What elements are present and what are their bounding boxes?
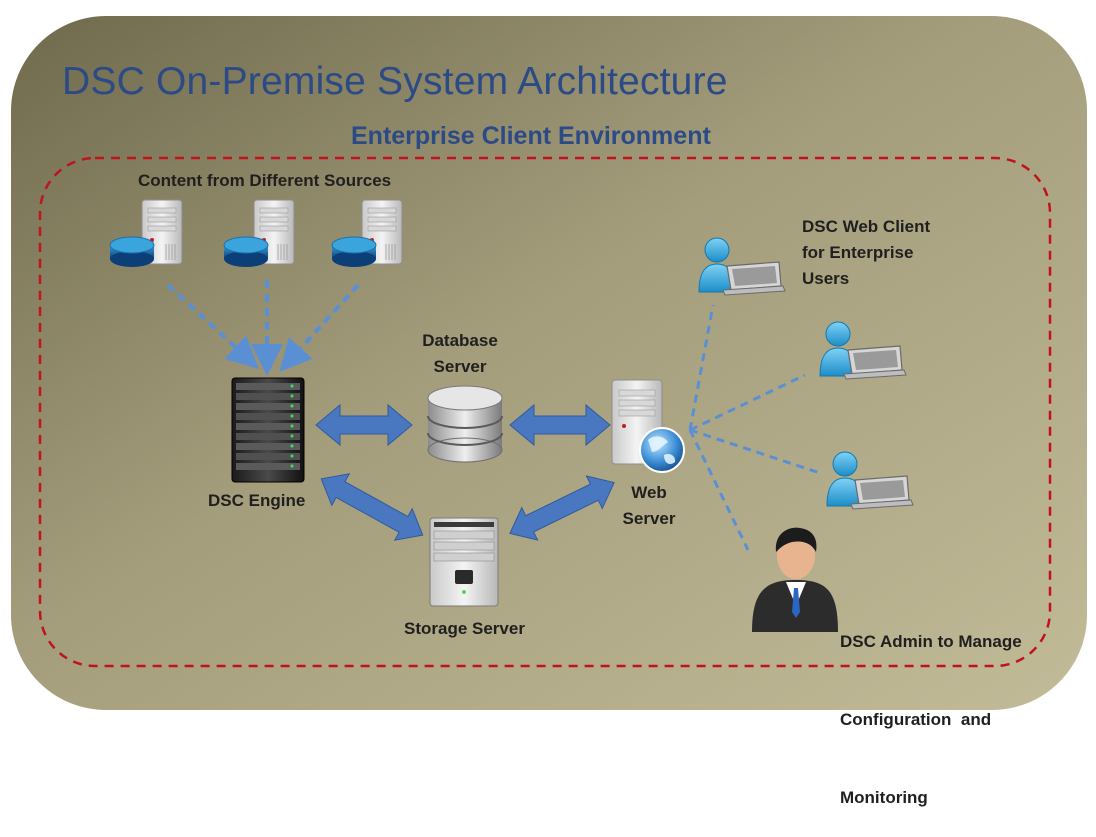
globe-icon <box>639 427 685 473</box>
database-icon <box>427 385 503 463</box>
page-title: DSC On-Premise System Architecture <box>62 60 728 103</box>
admin-label: DSC Admin to Manage Configuration and Mo… <box>840 577 1022 837</box>
client-link-3 <box>689 428 821 475</box>
architecture-diagram: DSC On-Premise System Architecture Enter… <box>11 16 1087 807</box>
client-links <box>688 304 821 551</box>
storage-server <box>429 517 499 607</box>
admin-label-line: DSC Admin to Manage <box>840 632 1022 651</box>
web-client-label-line: Users <box>802 269 850 288</box>
web-server <box>611 379 685 473</box>
client-link-1 <box>688 304 715 431</box>
rack-server-icon <box>231 377 305 483</box>
client-link-2 <box>689 373 806 432</box>
data-flow-arrows <box>315 403 615 541</box>
source-links <box>166 280 360 376</box>
web-client-label-line: DSC Web Client <box>802 217 931 236</box>
database-server <box>427 385 503 463</box>
dsc-engine-rack <box>231 377 305 483</box>
database-icon <box>109 236 155 268</box>
dsc-engine-label: DSC Engine <box>208 491 306 510</box>
database-server-label: Database Server <box>400 328 520 380</box>
storage-server-icon <box>429 517 499 607</box>
environment-boundary <box>38 156 1052 668</box>
database-server-label-line: Database <box>422 331 498 350</box>
content-sources-label: Content from Different Sources <box>138 171 392 190</box>
database-server-label-line: Server <box>433 357 487 376</box>
web-server-label-line: Web <box>631 483 667 502</box>
background-panel <box>11 16 1087 710</box>
diagram-canvas <box>11 16 1087 710</box>
admin-label-line: Monitoring <box>840 788 928 807</box>
web-client-label: DSC Web Client for Enterprise Users <box>802 214 930 292</box>
web-client-label-line: for Enterprise <box>802 243 914 262</box>
web-storage-arrow <box>509 475 615 541</box>
database-web-arrow <box>509 403 611 447</box>
admin-person-icon <box>752 527 838 632</box>
engine-storage-arrow <box>320 473 424 541</box>
database-icon <box>331 236 377 268</box>
source-link-3 <box>279 283 360 372</box>
engine-database-arrow <box>315 403 413 447</box>
admin-label-line: Configuration and <box>840 710 992 729</box>
source-link-1 <box>166 283 259 369</box>
environment-label: Enterprise Client Environment <box>351 122 711 150</box>
database-icon <box>223 236 269 268</box>
storage-server-label: Storage Server <box>404 619 525 638</box>
web-server-label-line: Server <box>622 509 676 528</box>
web-server-label: Web Server <box>612 480 686 532</box>
